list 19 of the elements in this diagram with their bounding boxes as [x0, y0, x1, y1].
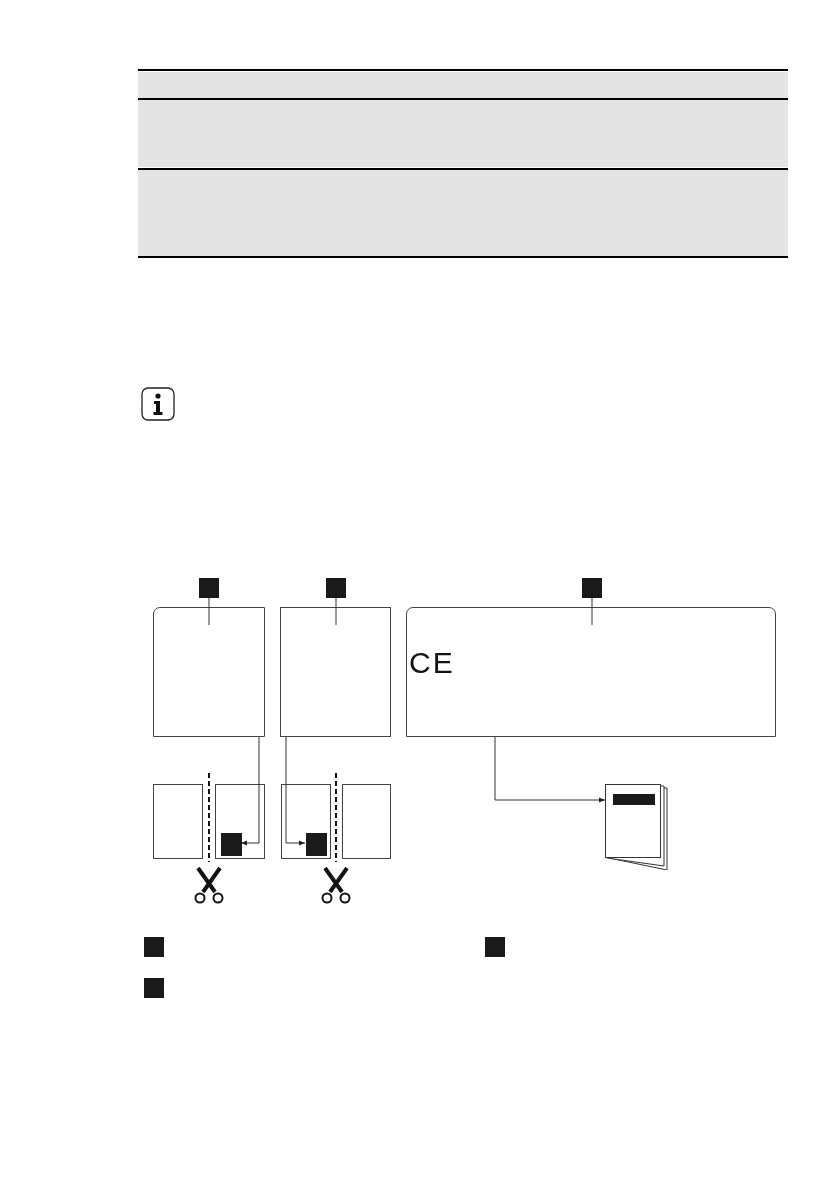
leader-line: [208, 597, 210, 626]
marker-square: [221, 833, 242, 856]
label-panel: [281, 784, 331, 859]
arrow: [494, 736, 606, 803]
leader-line: [591, 597, 593, 626]
arrow: [285, 736, 306, 846]
label-panel: [342, 784, 391, 859]
leader-line: [335, 597, 337, 626]
label-panel: [153, 784, 203, 859]
ce-mark: CE: [409, 648, 455, 678]
label-panel: [153, 607, 265, 737]
label-panel: [406, 607, 776, 737]
marker-square: [199, 578, 219, 598]
label-panel: [280, 607, 391, 737]
marker-square: [306, 833, 327, 856]
label-panel: [215, 784, 265, 859]
arrow: [240, 736, 260, 846]
marker-square: [326, 578, 346, 598]
marker-square: [582, 578, 602, 598]
